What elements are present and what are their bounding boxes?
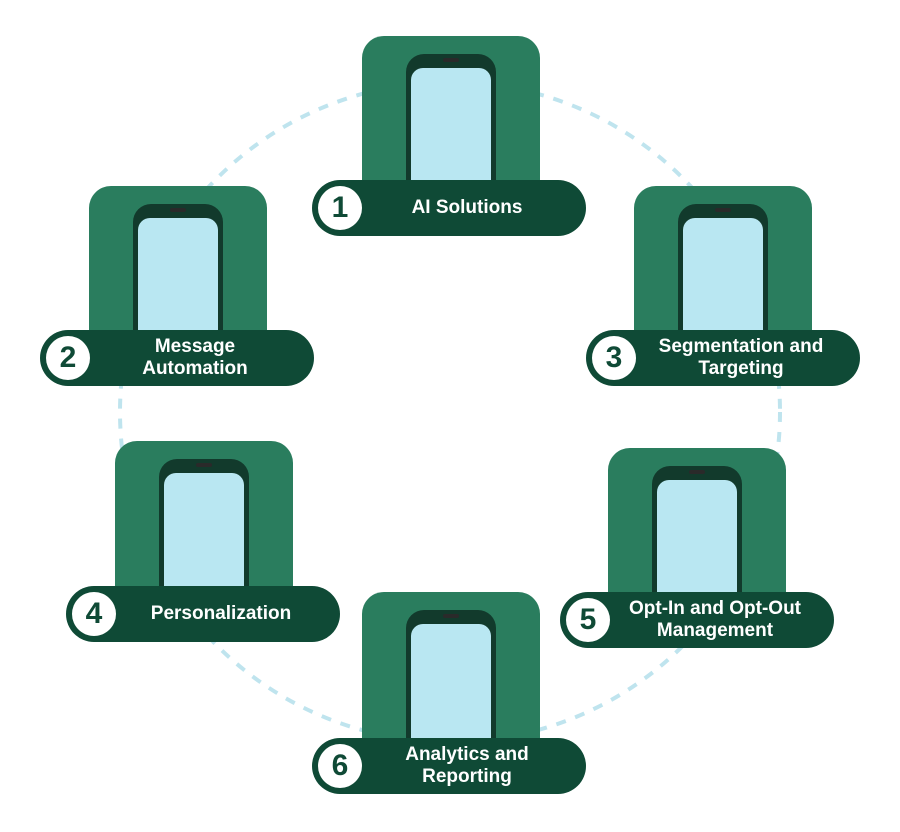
step-1-card: [362, 36, 540, 204]
step-5-number: 5: [566, 598, 610, 642]
step-2-number: 2: [46, 336, 90, 380]
step-2-card: [89, 186, 267, 354]
step-3-number: 3: [592, 336, 636, 380]
smartphone-icon: [406, 610, 496, 760]
step-1-label: AI Solutions: [411, 197, 523, 218]
step-5-label: Opt-In and Opt-Out Management: [628, 598, 801, 641]
step-4-number: 4: [72, 592, 116, 636]
step-3-pill: 3 Segmentation and Targeting: [586, 330, 860, 386]
step-5-card: [608, 448, 786, 616]
step-3-label: Segmentation and Targeting: [658, 336, 824, 379]
step-4-card: [115, 441, 293, 609]
step-6-pill: 6 Analytics and Reporting: [312, 738, 586, 794]
step-6-label: Analytics and Reporting: [405, 744, 529, 787]
step-2-pill: 2 Message Automation: [40, 330, 314, 386]
step-2-label: Message Automation: [142, 336, 248, 379]
step-6-card: [362, 592, 540, 760]
step-1-pill: 1 AI Solutions: [312, 180, 586, 236]
step-4-pill: 4 Personalization: [66, 586, 340, 642]
step-5-pill: 5 Opt-In and Opt-Out Management: [560, 592, 834, 648]
step-6-number: 6: [318, 744, 362, 788]
step-1-number: 1: [318, 186, 362, 230]
smartphone-icon: [652, 466, 742, 616]
step-4-label: Personalization: [150, 603, 292, 624]
step-3-card: [634, 186, 812, 354]
